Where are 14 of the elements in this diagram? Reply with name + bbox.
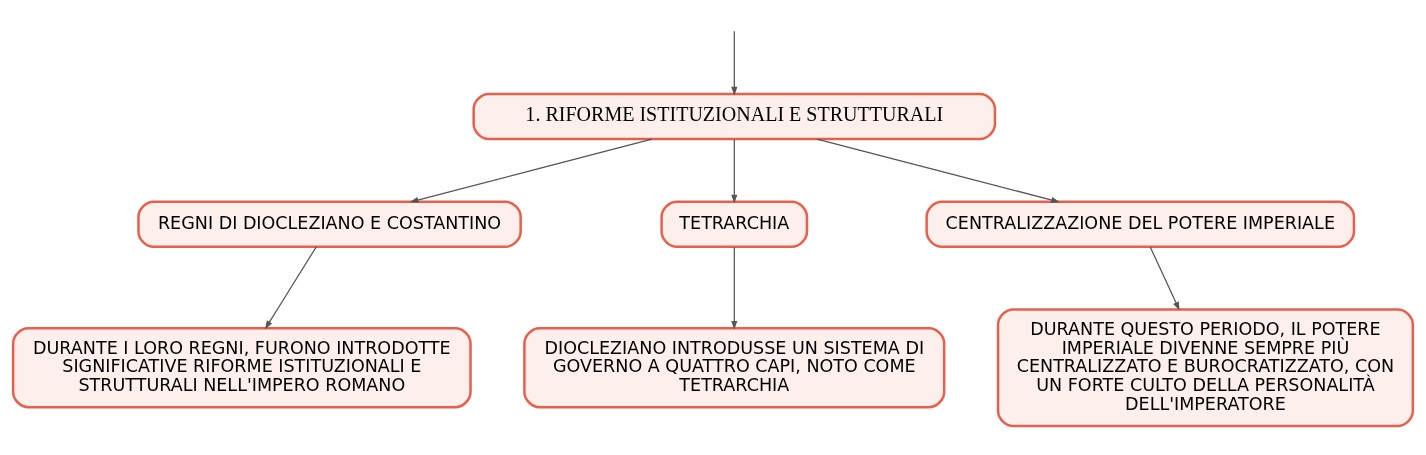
node-box: DURANTE I LORO REGNI, FURONO INTRODOTTE SIGNIFICATIVE RIFORME ISTITUZIONALI E STRUTTURALI NELL'IMPERO ROMANO bbox=[11, 326, 472, 408]
node-box: 1. RIFORME ISTITUZIONALI E STRUTTURALI bbox=[472, 92, 997, 140]
arrow bbox=[816, 138, 1060, 203]
node-box: CENTRALIZZAZIONE DEL POTERE IMPERIALE bbox=[925, 199, 1356, 248]
node-box: DURANTE QUESTO PERIODO, IL POTERE IMPERIALE DIVENNE SEMPRE PIÙ CENTRALIZZATO E BUROCRATIZZATO, CON UN FORTE CULTO DELLA PERSONALITÀ DELL'IMPERATORE bbox=[996, 307, 1415, 427]
arrow bbox=[1149, 245, 1180, 311]
node-box: DIOCLEZIANO INTRODUSSE UN SISTEMA DI GOVERNO A QUATTRO CAPI, NOTO COME TETRARCHIA bbox=[523, 326, 946, 408]
node-box: TETRARCHIA bbox=[660, 199, 809, 248]
arrow bbox=[731, 138, 738, 203]
arrow bbox=[731, 30, 738, 96]
arrow bbox=[409, 138, 653, 203]
arrow bbox=[731, 245, 738, 330]
node-box: REGNI DI DIOCLEZIANO E COSTANTINO bbox=[137, 199, 522, 248]
arrow bbox=[264, 245, 317, 329]
